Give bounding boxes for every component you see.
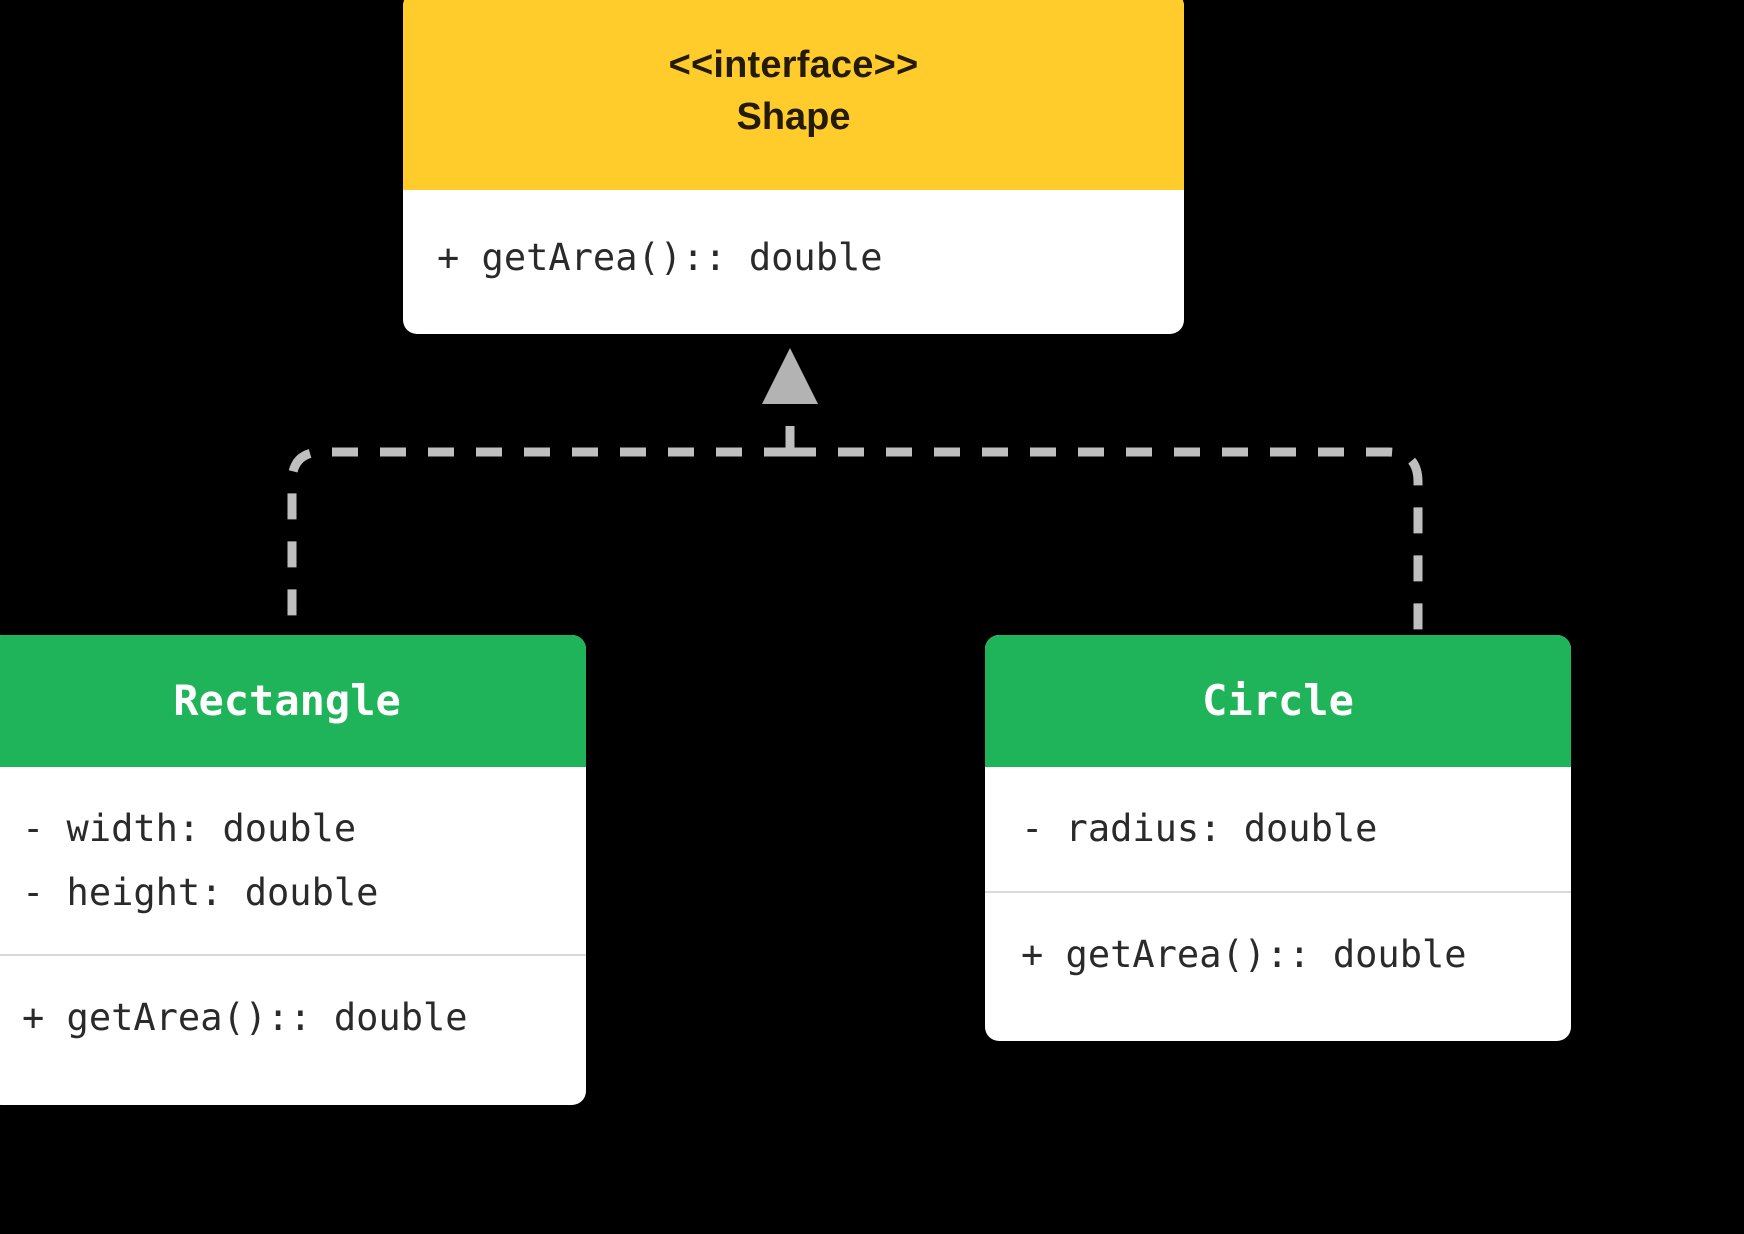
method-row: + getArea():: double <box>1021 932 1467 976</box>
attribute-row: - width: double <box>22 807 357 850</box>
class-methods-shape: + getArea():: double <box>403 190 1184 320</box>
class-name: Circle <box>1202 676 1354 725</box>
method-row: + getArea():: double <box>437 236 883 279</box>
class-attributes-rectangle: - width: double - height: double <box>0 767 586 955</box>
realization-bus-right <box>790 447 1423 632</box>
class-header-shape: <<interface>> Shape <box>403 0 1184 190</box>
realization-bus-left <box>287 447 790 632</box>
attribute-row: - radius: double <box>1021 807 1378 850</box>
class-name: Shape <box>736 96 851 138</box>
class-header-circle: Circle <box>985 635 1571 767</box>
class-header-rectangle: Rectangle <box>0 635 586 767</box>
class-methods-circle: + getArea():: double <box>985 890 1571 1017</box>
uml-class-rectangle[interactable]: Rectangle - width: double - height: doub… <box>0 635 586 1105</box>
uml-class-circle[interactable]: Circle - radius: double + getArea():: do… <box>985 635 1571 1041</box>
method-row: + getArea():: double <box>22 996 468 1040</box>
uml-class-shape[interactable]: <<interface>> Shape + getArea():: double <box>403 0 1184 334</box>
inheritance-arrowhead <box>762 348 818 404</box>
class-stereotype: <<interface>> <box>668 44 919 86</box>
attribute-row: - height: double <box>22 870 379 914</box>
class-methods-rectangle: + getArea():: double <box>0 954 586 1080</box>
class-attributes-circle: - radius: double <box>985 767 1571 891</box>
class-name: Rectangle <box>173 676 401 725</box>
